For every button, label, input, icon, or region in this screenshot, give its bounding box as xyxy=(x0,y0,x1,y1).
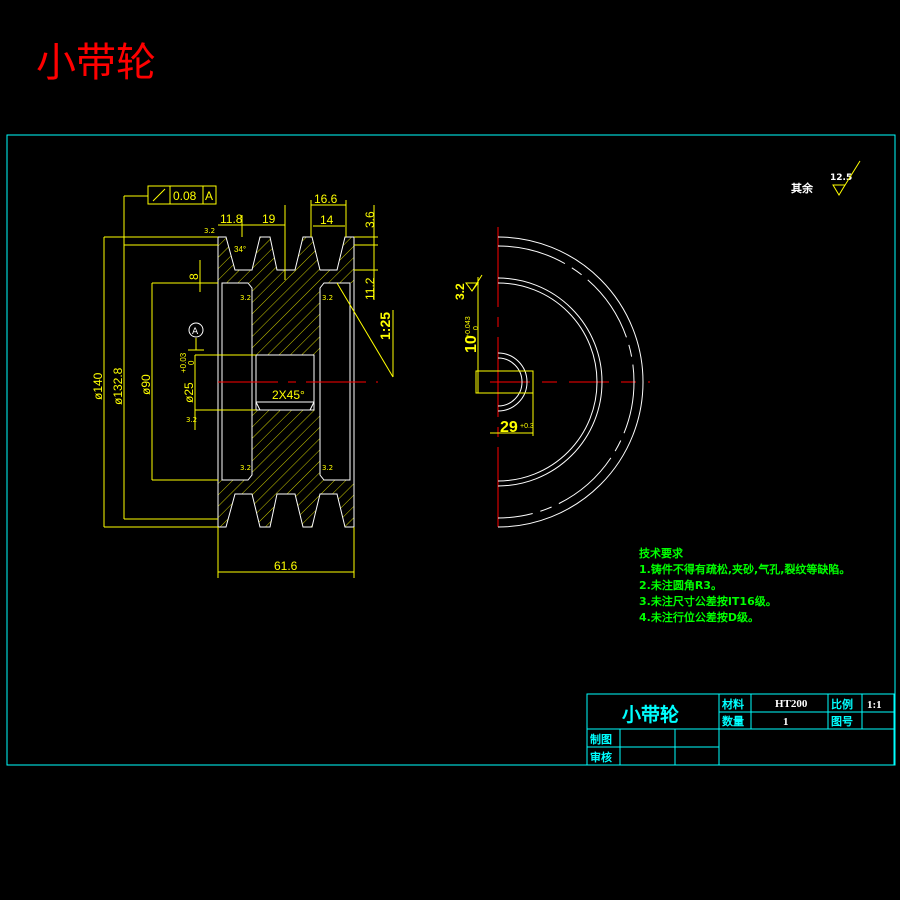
roughness-icon: 3.2 xyxy=(322,294,333,302)
tech-heading: 技术要求 xyxy=(639,546,684,560)
tech-item: 2.未注圆角R3。 xyxy=(639,578,722,592)
scale-label: 比例 xyxy=(831,697,853,711)
roughness-icon: 3.2 xyxy=(240,294,251,302)
dim-61-6: 61.6 xyxy=(274,559,298,573)
hub-arc-2 xyxy=(497,357,523,407)
dim-11-8: 11.8 xyxy=(220,212,243,226)
dim-keyway-width-tol-upper: +0.043 xyxy=(465,316,472,338)
dim-16-6: 16.6 xyxy=(314,192,338,206)
roughness-icon: 3.2 xyxy=(322,464,333,472)
front-section-view: 0.08 A A 11.8 19 16.6 14 61.6 34° 2X45° … xyxy=(91,185,394,578)
dim-8: 8 xyxy=(187,273,201,280)
drawn-by-label: 制图 xyxy=(590,732,612,746)
material-label: 材料 xyxy=(722,697,744,711)
surface-finish-note: 其余 12.5 xyxy=(791,160,861,196)
outer-rim-arc xyxy=(497,236,644,528)
other-surfaces-label: 其余 xyxy=(791,181,814,195)
dim-keyway-depth-tol: +0.3 xyxy=(520,423,534,430)
side-view: 10 +0.043 0 3.2 29 +0.3 xyxy=(453,227,650,530)
roughness-value: 12.5 xyxy=(830,173,852,183)
dim-d25: ø25 xyxy=(182,382,196,403)
hub-arc xyxy=(497,352,528,412)
title-block xyxy=(586,693,895,766)
roughness-symbols: 3.2 3.2 3.2 3.2 3.2 3.2 xyxy=(186,227,333,472)
material-value: HT200 xyxy=(775,698,808,710)
tolerance-value: 0.08 xyxy=(173,189,197,203)
datum-label: A xyxy=(192,327,199,337)
quantity-label: 数量 xyxy=(722,714,744,728)
dim-d90: ø90 xyxy=(139,374,153,395)
dim-3-6: 3.6 xyxy=(363,211,377,228)
dim-d140: ø140 xyxy=(91,372,105,400)
drawing-title: 小带轮 xyxy=(36,40,156,86)
keyway xyxy=(475,370,534,394)
rim-inner-arc-2 xyxy=(497,282,598,482)
dim-d25-tol-lower: 0 xyxy=(187,360,196,365)
tech-item: 1.铸件不得有疏松,夹砂,气孔,裂纹等缺陷。 xyxy=(639,562,850,576)
tech-item: 3.未注尺寸公差按IT16级。 xyxy=(639,594,777,608)
drawing-frame xyxy=(6,134,896,766)
scale-value: 1:1 xyxy=(867,699,882,711)
hub-bore xyxy=(255,354,315,411)
checked-by-label: 审核 xyxy=(590,750,612,764)
tech-item: 4.未注行位公差按D级。 xyxy=(639,610,759,624)
roughness-icon xyxy=(832,160,861,196)
rim-arc-2 xyxy=(497,245,635,519)
quantity-value: 1 xyxy=(783,716,789,728)
part-name: 小带轮 xyxy=(622,703,679,726)
rim-inner-arc xyxy=(497,277,603,487)
roughness-value: 3.2 xyxy=(453,283,467,300)
runout-arrow-icon xyxy=(152,188,166,202)
roughness-icon xyxy=(465,274,483,292)
drawing-no-label: 图号 xyxy=(831,715,853,728)
dim-keyway-depth: 29 xyxy=(500,419,518,436)
roughness-icon: 3.2 xyxy=(240,464,251,472)
dim-angle: 34° xyxy=(234,245,246,254)
dim-taper: 1:25 xyxy=(377,312,393,340)
dim-chamfer: 2X45° xyxy=(272,388,305,402)
roughness-icon: 3.2 xyxy=(204,227,215,235)
dim-14: 14 xyxy=(320,213,334,227)
dim-keyway-width-tol-lower: 0 xyxy=(473,326,480,330)
dimension-lines xyxy=(103,195,394,578)
pulley-outline-bottom xyxy=(218,493,354,528)
tech-requirements: 技术要求 1.铸件不得有疏松,夹砂,气孔,裂纹等缺陷。 2.未注圆角R3。 3.… xyxy=(639,546,850,624)
roughness-icon: 3.2 xyxy=(186,416,197,424)
datum-circle xyxy=(188,322,204,338)
dim-19: 19 xyxy=(262,212,276,226)
dim-11-2: 11.2 xyxy=(363,277,377,300)
dim-keyway-width: 10 xyxy=(463,335,480,353)
dim-d25-tol-upper: +0.03 xyxy=(179,352,188,373)
dim-d132-8: ø132.8 xyxy=(111,367,125,405)
tolerance-frame: 0.08 A xyxy=(147,185,217,205)
tolerance-datum: A xyxy=(205,189,213,203)
